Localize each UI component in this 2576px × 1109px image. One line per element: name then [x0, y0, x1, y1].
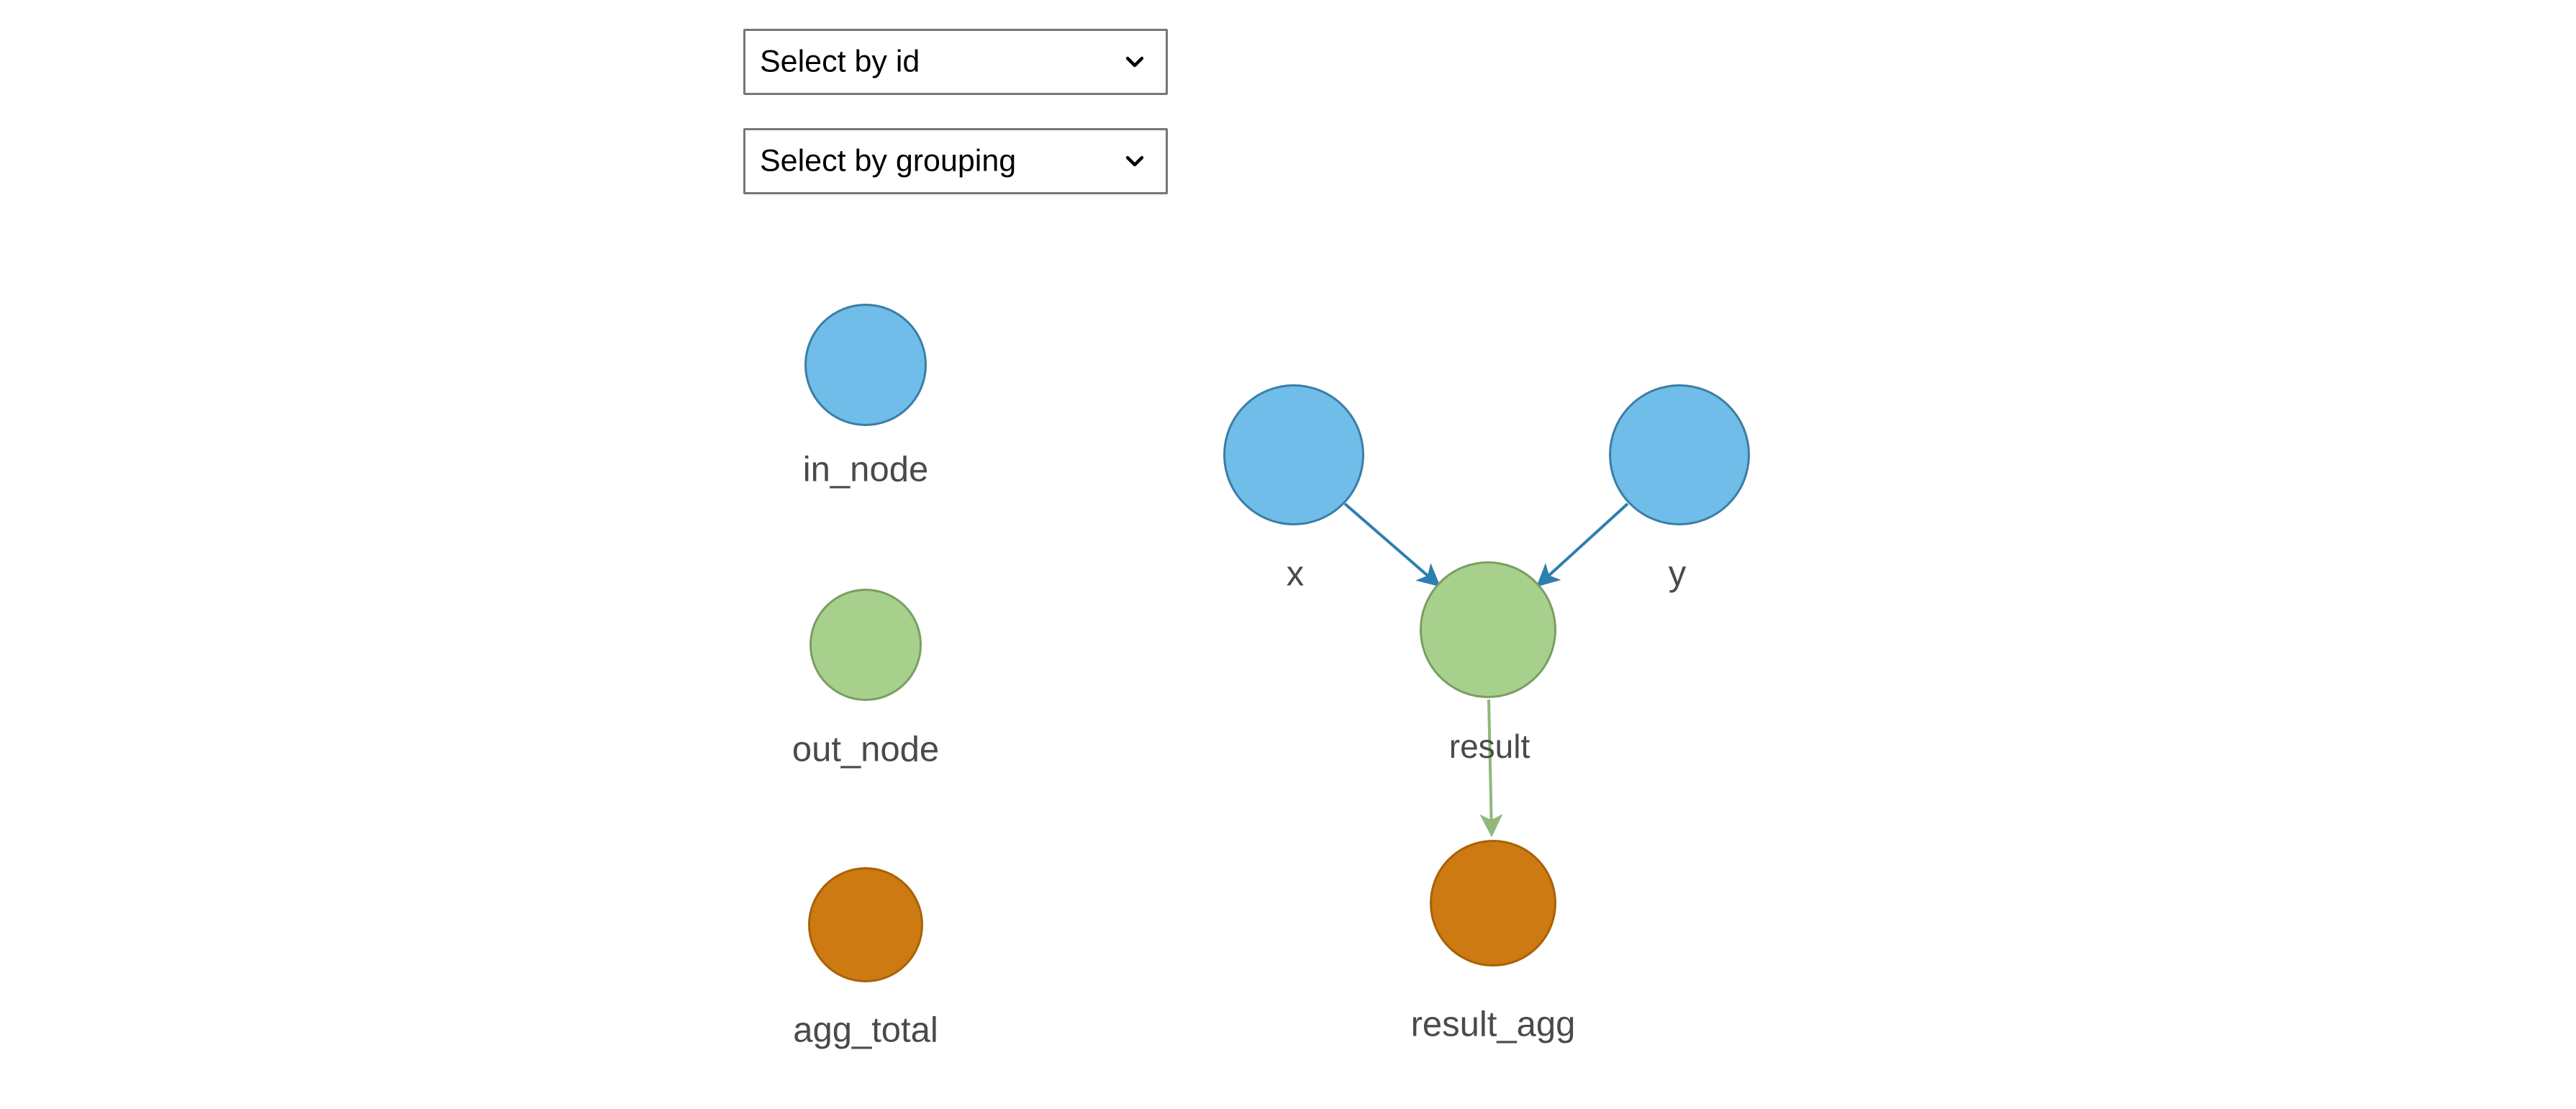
select-by-grouping[interactable]: Select by grouping	[743, 128, 1168, 194]
select-by-id-value: Select by id	[760, 44, 920, 79]
legend-swatch-agg-total[interactable]	[808, 867, 923, 982]
controls-panel: Select by id Select by grouping	[743, 29, 1168, 227]
legend-label-out-node: out_node	[792, 730, 940, 769]
graph-node-x[interactable]	[1223, 384, 1364, 525]
select-by-grouping-value: Select by grouping	[760, 143, 1017, 178]
edge-y-to-result	[1536, 502, 1629, 587]
graph-node-result[interactable]	[1420, 561, 1556, 698]
graph-node-result-agg[interactable]	[1430, 840, 1556, 967]
chevron-down-icon	[1123, 149, 1147, 173]
graph-node-y[interactable]	[1609, 384, 1750, 525]
edge-x-to-result	[1343, 502, 1441, 587]
legend-swatch-out-node[interactable]	[809, 589, 922, 701]
edge-result-to-result-agg	[1479, 699, 1503, 838]
legend-label-in-node: in_node	[802, 450, 929, 489]
chevron-down-icon	[1123, 50, 1147, 74]
select-by-id[interactable]: Select by id	[743, 29, 1168, 95]
legend-swatch-in-node[interactable]	[804, 304, 927, 426]
legend-label-agg-total: agg_total	[793, 1010, 938, 1050]
